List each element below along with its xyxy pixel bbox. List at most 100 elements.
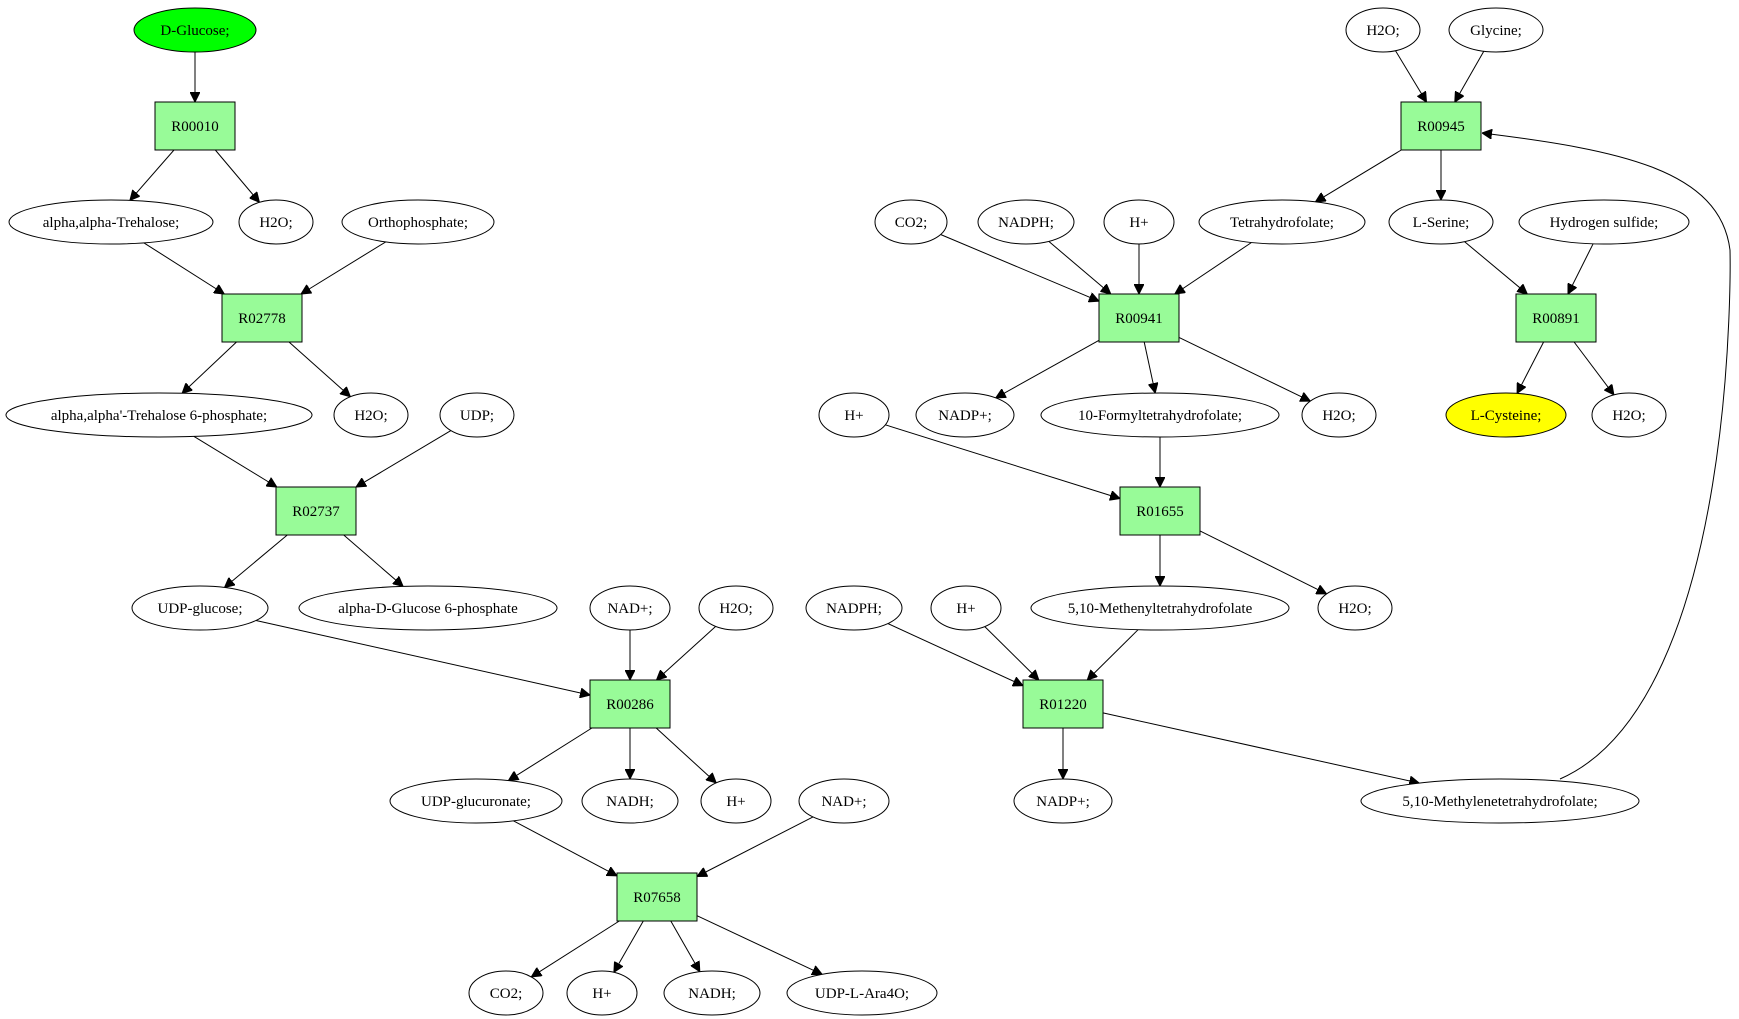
compound-node-h2o_f[interactable]: H2O;: [1591, 392, 1667, 438]
reaction-node-r01220[interactable]: R01220: [1022, 679, 1104, 729]
compound-ellipse: [798, 778, 890, 824]
compound-node-nadplus_a[interactable]: NAD+;: [589, 585, 671, 631]
edge-nadplus_b-to-r07658: [697, 816, 814, 877]
reaction-box: [154, 101, 236, 151]
reaction-node-r00891[interactable]: R00891: [1515, 293, 1597, 343]
edge-r01220-to-methylenethf: [1102, 712, 1419, 783]
reaction-node-r02737[interactable]: R02737: [275, 486, 357, 536]
edge-r00941-to-h2o_e: [1178, 336, 1310, 401]
reaction-node-r00010[interactable]: R00010: [154, 101, 236, 151]
compound-node-h2o_e[interactable]: H2O;: [1301, 392, 1377, 438]
compound-ellipse: [977, 199, 1075, 245]
edge-r07658-to-nadh_b: [670, 920, 700, 972]
compound-node-h2o_g[interactable]: H2O;: [1317, 585, 1393, 631]
compound-node-methylenethf[interactable]: 5,10-Methylenetetrahydrofolate;: [1360, 778, 1640, 824]
compound-node-udp[interactable]: UDP;: [439, 392, 515, 438]
compound-node-glucose6p[interactable]: alpha-D-Glucose 6-phosphate: [298, 585, 558, 631]
compound-node-nadpplus_b[interactable]: NADP+;: [1013, 778, 1113, 824]
compound-node-nadplus_b[interactable]: NAD+;: [798, 778, 890, 824]
compound-ellipse: [1198, 199, 1366, 245]
compound-node-hplus_c[interactable]: H+: [1103, 199, 1175, 245]
compound-ellipse: [1301, 392, 1377, 438]
node-label: 5,10-Methenyltetrahydrofolate: [1068, 601, 1253, 617]
edge-thf-to-r00941: [1175, 242, 1252, 295]
node-label: H2O;: [719, 601, 752, 617]
compound-node-h2o_c[interactable]: H2O;: [698, 585, 774, 631]
compound-node-hplus_a[interactable]: H+: [700, 778, 772, 824]
node-label: R01220: [1039, 697, 1087, 713]
edge-trehalose6p-to-r02737: [193, 435, 277, 487]
compound-node-h2o_b[interactable]: H2O;: [333, 392, 409, 438]
compound-node-nadpplus_a[interactable]: NADP+;: [915, 392, 1015, 438]
edge-trehalose-to-r02778: [143, 242, 225, 294]
edge-r00941-to-nadpplus_a: [996, 339, 1100, 398]
node-label: H+: [1129, 215, 1148, 231]
compound-node-udpglucose[interactable]: UDP-glucose;: [131, 585, 269, 631]
compound-node-nadh_a[interactable]: NADH;: [581, 778, 679, 824]
node-label: UDP;: [460, 408, 494, 424]
edge-nadph_a-to-r00941: [1048, 241, 1111, 294]
compound-node-trehalose6p[interactable]: alpha,alpha'-Trehalose 6-phosphate;: [5, 392, 313, 438]
compound-ellipse: [298, 585, 558, 631]
compound-node-hplus_e[interactable]: H+: [930, 585, 1002, 631]
node-label: UDP-L-Ara4O;: [815, 986, 909, 1002]
reaction-node-r00941[interactable]: R00941: [1098, 293, 1180, 343]
compound-node-dglucose[interactable]: D-Glucose;: [133, 7, 257, 53]
node-label: NAD+;: [607, 601, 652, 617]
reaction-node-r01655[interactable]: R01655: [1119, 486, 1201, 536]
node-label: R00010: [171, 119, 219, 135]
compound-node-methenylthf[interactable]: 5,10-Methenyltetrahydrofolate: [1030, 585, 1290, 631]
edge-r07658-to-udpara: [696, 915, 822, 975]
compound-node-h2o_d[interactable]: H2O;: [1345, 7, 1421, 53]
compound-node-lcysteine[interactable]: L-Cysteine;: [1445, 392, 1567, 438]
edge-hplus_d-to-r01655: [885, 424, 1120, 499]
edge-udpglucose-to-r00286: [255, 620, 590, 696]
compound-ellipse: [1388, 199, 1494, 245]
node-label: R02737: [292, 504, 340, 520]
node-label: alpha,alpha-Trehalose;: [43, 215, 180, 231]
edge-lserine-to-r00891: [1464, 241, 1528, 294]
node-label: Hydrogen sulfide;: [1550, 215, 1659, 231]
compound-ellipse: [5, 392, 313, 438]
edge-co2_b-to-r00941: [940, 234, 1099, 302]
node-label: NADH;: [606, 794, 654, 810]
compound-ellipse: [1448, 7, 1544, 53]
node-label: H+: [844, 408, 863, 424]
reaction-node-r00945[interactable]: R00945: [1400, 101, 1482, 151]
node-label: H2O;: [1338, 601, 1371, 617]
node-label: 5,10-Methylenetetrahydrofolate;: [1402, 794, 1597, 810]
edge-r01655-to-h2o_g: [1199, 530, 1327, 594]
node-label: R00286: [606, 697, 654, 713]
reaction-node-r07658[interactable]: R07658: [616, 872, 698, 922]
compound-node-udpglucuronate[interactable]: UDP-glucuronate;: [389, 778, 563, 824]
node-label: R00891: [1532, 311, 1580, 327]
node-label: H2O;: [1366, 23, 1399, 39]
compound-node-h2o_a[interactable]: H2O;: [238, 199, 314, 245]
compound-node-orthophosphate[interactable]: Orthophosphate;: [341, 199, 495, 245]
compound-ellipse: [1030, 585, 1290, 631]
compound-node-trehalose[interactable]: alpha,alpha-Trehalose;: [8, 199, 214, 245]
compound-node-h2s[interactable]: Hydrogen sulfide;: [1518, 199, 1690, 245]
compound-ellipse: [131, 585, 269, 631]
edge-r02778-to-h2o_b: [288, 341, 350, 397]
compound-ellipse: [589, 585, 671, 631]
compound-node-hplus_d[interactable]: H+: [818, 392, 890, 438]
compound-node-thf[interactable]: Tetrahydrofolate;: [1198, 199, 1366, 245]
node-label: L-Cysteine;: [1471, 408, 1542, 424]
compound-node-formylthf[interactable]: 10-Formyltetrahydrofolate;: [1040, 392, 1280, 438]
compound-ellipse: [1518, 199, 1690, 245]
compound-node-nadph_a[interactable]: NADPH;: [977, 199, 1075, 245]
compound-ellipse: [1345, 7, 1421, 53]
compound-node-hplus_b[interactable]: H+: [566, 970, 638, 1016]
compound-node-nadph_b[interactable]: NADPH;: [805, 585, 903, 631]
reaction-node-r00286[interactable]: R00286: [589, 679, 671, 729]
compound-node-nadh_b[interactable]: NADH;: [663, 970, 761, 1016]
compound-node-co2_b[interactable]: CO2;: [874, 199, 948, 245]
edge-h2s-to-r00891: [1568, 243, 1594, 294]
compound-node-lserine[interactable]: L-Serine;: [1388, 199, 1494, 245]
compound-node-glycine[interactable]: Glycine;: [1448, 7, 1544, 53]
compound-node-udpara[interactable]: UDP-L-Ara4O;: [786, 970, 938, 1016]
reaction-node-r02778[interactable]: R02778: [221, 293, 303, 343]
compound-node-co2_a[interactable]: CO2;: [468, 970, 544, 1016]
